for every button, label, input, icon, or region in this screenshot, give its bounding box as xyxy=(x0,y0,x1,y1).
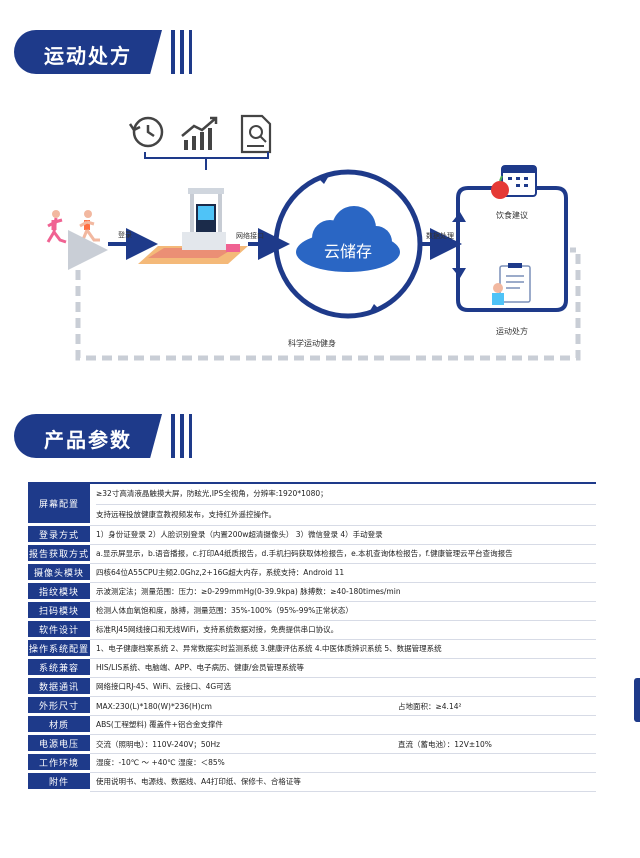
spec-label: 报告获取方式 xyxy=(28,545,90,564)
spec-value: 四核64位A55CPU主频2.0Ghz,2+16G超大内存，系统支持：Andro… xyxy=(90,564,596,583)
spec-value: 1、电子健康档案系统 2、异常数据实时监测系统 3.健康评估系统 4.中医体质辨… xyxy=(90,640,596,659)
health-kiosk-device xyxy=(138,188,248,264)
workflow-diagram-svg xyxy=(46,114,581,361)
spec-value-right: 占地面积：≥4.14² xyxy=(392,697,596,716)
edge-tab xyxy=(634,678,640,722)
spec-row: 指纹模块示波测定法；测量范围：压力：≥0-299mmHg(0-39.9kpa) … xyxy=(28,583,596,602)
header-stripe xyxy=(171,414,175,458)
spec-value: ABS(工程塑料) 覆盖件+铝合金支撑件 xyxy=(90,716,596,735)
spec-label: 工作环境 xyxy=(28,754,90,773)
spec-value: 1）身份证登录 2）人脸识别登录（内置200w超清摄像头） 3）微信登录 4）手… xyxy=(90,526,596,545)
spec-label: 软件设计 xyxy=(28,621,90,640)
spec-value-line: 检测人体血氧饱和度，脉搏，测量范围：35%-100%（95%-99%正常状态） xyxy=(96,606,353,615)
spec-value-line: 支持远程投放健康宣教视频发布，支持红外遥控操作。 xyxy=(96,504,596,525)
header-stripe xyxy=(180,30,184,74)
spec-row: 系统兼容 HIS/LIS系统、电脑端、APP、电子病历、健康/会员管理系统等 xyxy=(28,659,596,678)
diet-calendar-icon xyxy=(491,165,537,199)
spec-value: 湿度：-10℃ ～ +40℃ 湿度：＜85% xyxy=(90,754,596,773)
spec-label: 操作系统配置 xyxy=(28,640,90,659)
spec-value-line: 标准RJ45网线接口和无线WiFi，支持系统数据对接，免费提供串口协议。 xyxy=(96,625,339,634)
growth-chart-icon xyxy=(181,116,218,150)
spec-value-line: 湿度：-10℃ ～ +40℃ 湿度：＜85% xyxy=(96,758,225,767)
section-title: 运动处方 xyxy=(44,44,132,68)
report-search-icon xyxy=(240,114,272,154)
header-stripe xyxy=(189,30,192,74)
spec-label: 外形尺寸 xyxy=(28,697,90,716)
prescription-clipboard-icon xyxy=(492,263,531,305)
spec-table: 屏幕配置≥32寸高清液晶触摸大屏，防眩光,IPS全视角，分辨率:1920*108… xyxy=(28,482,596,792)
workflow-diagram: 登录 网络接口 数据处理 云储存 饮食建议 运动处方 科学运动健身 xyxy=(0,110,640,370)
scientific-fitness-label: 科学运动健身 xyxy=(288,339,336,348)
diet-advice-label: 饮食建议 xyxy=(496,211,528,220)
login-label: 登录 xyxy=(118,231,132,239)
header-stripe xyxy=(189,414,192,458)
runner-icon xyxy=(46,210,67,244)
spec-value-line: ABS(工程塑料) 覆盖件+铝合金支撑件 xyxy=(96,720,223,729)
header-stripe xyxy=(180,414,184,458)
spec-value: a.显示屏显示，b.语音播报，c.打印A4纸质报告，d.手机扫码获取体检报告，e… xyxy=(90,545,596,564)
spec-value-line: 1）身份证登录 2）人脸识别登录（内置200w超清摄像头） 3）微信登录 4）手… xyxy=(96,530,383,539)
spec-label: 电源电压 xyxy=(28,735,90,754)
spec-value-line: 示波测定法；测量范围：压力：≥0-299mmHg(0-39.9kpa) 脉搏数：… xyxy=(96,587,401,596)
spec-value-line: 网络接口RJ-45、WiFi、云接口、4G可选 xyxy=(96,682,232,691)
spec-value: HIS/LIS系统、电脑端、APP、电子病历、健康/会员管理系统等 xyxy=(90,659,596,678)
spec-value-line: 四核64位A55CPU主频2.0Ghz,2+16G超大内存，系统支持：Andro… xyxy=(96,568,345,577)
spec-label: 登录方式 xyxy=(28,526,90,545)
spec-value: 使用说明书、电源线、数据线、A4打印纸、保修卡、合格证等 xyxy=(90,773,596,792)
spec-value: 网络接口RJ-45、WiFi、云接口、4G可选 xyxy=(90,678,596,697)
spec-value-line: 1、电子健康档案系统 2、异常数据实时监测系统 3.健康评估系统 4.中医体质辨… xyxy=(96,644,442,653)
spec-label: 数据通讯 xyxy=(28,678,90,697)
spec-label: 指纹模块 xyxy=(28,583,90,602)
spec-row: 材质 ABS(工程塑料) 覆盖件+铝合金支撑件 xyxy=(28,716,596,735)
section-header-exercise: 运动处方 xyxy=(14,30,192,74)
spec-row: 操作系统配置 1、电子健康档案系统 2、异常数据实时监测系统 3.健康评估系统 4… xyxy=(28,640,596,659)
spec-row: 屏幕配置≥32寸高清液晶触摸大屏，防眩光,IPS全视角，分辨率:1920*108… xyxy=(28,484,596,526)
spec-row: 数据通讯网络接口RJ-45、WiFi、云接口、4G可选 xyxy=(28,678,596,697)
spec-value: 示波测定法；测量范围：压力：≥0-299mmHg(0-39.9kpa) 脉搏数：… xyxy=(90,583,596,602)
cloud-icon xyxy=(296,206,400,272)
spec-label: 摄像头模块 xyxy=(28,564,90,583)
spec-row: 报告获取方式 a.显示屏显示，b.语音播报，c.打印A4纸质报告，d.手机扫码获取… xyxy=(28,545,596,564)
spec-value-line: a.显示屏显示，b.语音播报，c.打印A4纸质报告，d.手机扫码获取体检报告，e… xyxy=(96,549,513,558)
spec-row: 扫码模块检测人体血氧饱和度，脉搏，测量范围：35%-100%（95%-99%正常… xyxy=(28,602,596,621)
spec-value: 标准RJ45网线接口和无线WiFi，支持系统数据对接，免费提供串口协议。 xyxy=(90,621,596,640)
spec-label: 附件 xyxy=(28,773,90,792)
spec-row: 登录方式 1）身份证登录 2）人脸识别登录（内置200w超清摄像头） 3）微信登录… xyxy=(28,526,596,545)
spec-label: 系统兼容 xyxy=(28,659,90,678)
header-stripe xyxy=(171,30,175,74)
spec-value-left: MAX:230(L)*180(W)*236(H)cm xyxy=(90,697,392,716)
spec-value: 检测人体血氧饱和度，脉搏，测量范围：35%-100%（95%-99%正常状态） xyxy=(90,602,596,621)
network-label: 网络接口 xyxy=(236,232,264,240)
history-icon xyxy=(128,116,164,148)
section-header-specs: 产品参数 xyxy=(14,414,192,458)
section-title-bar: 产品参数 xyxy=(14,414,162,458)
exercise-prescription-label: 运动处方 xyxy=(496,327,528,336)
spec-label: 扫码模块 xyxy=(28,602,90,621)
spec-value: ≥32寸高清液晶触摸大屏，防眩光,IPS全视角，分辨率:1920*1080； 支持… xyxy=(90,484,596,526)
spec-value-line: HIS/LIS系统、电脑端、APP、电子病历、健康/会员管理系统等 xyxy=(96,663,304,672)
spec-row: 附件使用说明书、电源线、数据线、A4打印纸、保修卡、合格证等 xyxy=(28,773,596,792)
cloud-storage-label: 云储存 xyxy=(324,242,373,261)
spec-value-line: 使用说明书、电源线、数据线、A4打印纸、保修卡、合格证等 xyxy=(96,777,301,786)
spec-label: 材质 xyxy=(28,716,90,735)
data-processing-label: 数据处理 xyxy=(426,232,454,240)
spec-row: 摄像头模块四核64位A55CPU主频2.0Ghz,2+16G超大内存，系统支持：… xyxy=(28,564,596,583)
runner-icon xyxy=(79,210,100,243)
section-title: 产品参数 xyxy=(44,428,132,452)
spec-row: 工作环境湿度：-10℃ ～ +40℃ 湿度：＜85% xyxy=(28,754,596,773)
section-title-bar: 运动处方 xyxy=(14,30,162,74)
spec-value-line: ≥32寸高清液晶触摸大屏，防眩光,IPS全视角，分辨率:1920*1080； xyxy=(96,489,328,498)
spec-value-right: 直流（蓄电池）：12V±10% xyxy=(392,735,596,754)
spec-row: 软件设计标准RJ45网线接口和无线WiFi，支持系统数据对接，免费提供串口协议。 xyxy=(28,621,596,640)
spec-value-left: 交流（照明电）：110V-240V；50Hz xyxy=(90,735,392,754)
spec-label: 屏幕配置 xyxy=(28,484,90,526)
